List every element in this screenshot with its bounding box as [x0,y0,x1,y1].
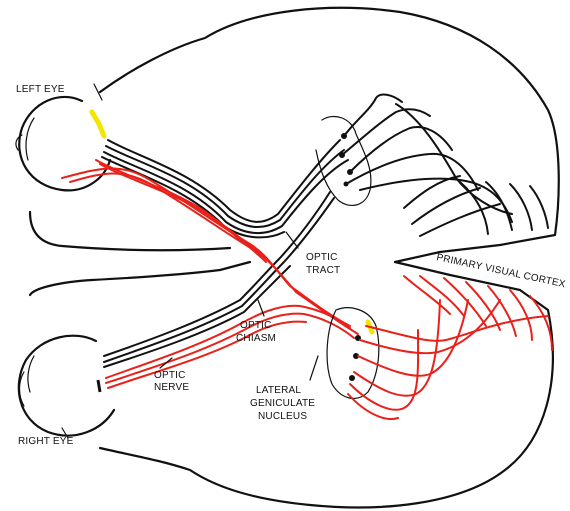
optic-tract-label-line2: TRACT [306,265,340,276]
lgn-label-line2: GENICULATE [250,398,315,409]
left-eye-highlight [92,112,104,136]
left-eye-label: LEFT EYE [16,84,65,95]
optic-chiasm-label-line2: CHIASM [236,333,276,344]
right-eye [19,336,114,436]
lgn-label-line3: NUCLEUS [258,411,307,422]
right-eye-label: RIGHT EYE [18,436,74,447]
primary-visual-cortex-label: PRIMARY VISUAL CORTEX [435,252,566,290]
right-lgn [327,308,379,399]
optic-tract-label-line1: OPTIC [306,252,338,263]
black-optic-radiation [342,95,548,236]
brain-outline [30,8,559,508]
optic-nerve-label-line2: NERVE [154,382,189,393]
optic-chiasm-label-line1: OPTIC [240,320,272,331]
lgn-label-line1: LATERAL [256,385,301,396]
optic-nerve-label-line1: OPTIC [154,370,186,381]
